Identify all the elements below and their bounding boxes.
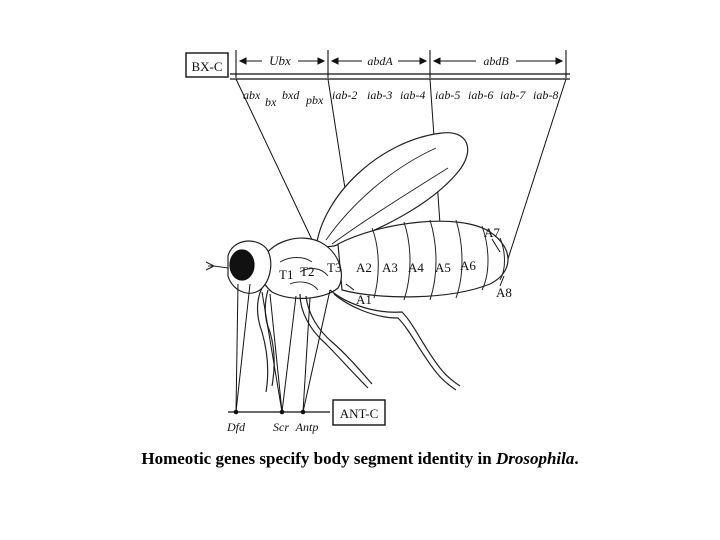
gene-abda: abdA bbox=[367, 54, 393, 68]
segment-t3: T3 bbox=[327, 260, 341, 275]
gene-antp: Antp bbox=[295, 420, 319, 434]
bxc-label: BX-C bbox=[191, 59, 222, 74]
region-iab-5: iab-5 bbox=[435, 88, 460, 102]
region-iab-8: iab-8 bbox=[533, 88, 558, 102]
segment-a3: A3 bbox=[382, 260, 398, 275]
segment-labels: T1 T2 T3 A1 A2 A3 A4 A5 A6 A7 A8 bbox=[279, 225, 512, 307]
gene-abdb: abdB bbox=[483, 54, 509, 68]
figure-caption: Homeotic genes specify body segment iden… bbox=[0, 449, 720, 469]
bxc-map: BX-C Ubx abdA abdB abx bx bxd pbx bbox=[185, 50, 570, 286]
region-bxd: bxd bbox=[282, 88, 300, 102]
region-iab-2: iab-2 bbox=[332, 88, 357, 102]
segment-a2: A2 bbox=[356, 260, 372, 275]
segment-a8: A8 bbox=[496, 285, 512, 300]
fly-abdomen bbox=[337, 220, 509, 298]
region-iab-4: iab-4 bbox=[400, 88, 425, 102]
gene-dfd: Dfd bbox=[226, 420, 246, 434]
caption-text: Homeotic genes specify body segment iden… bbox=[141, 449, 496, 468]
caption-end: . bbox=[574, 449, 579, 468]
region-iab-6: iab-6 bbox=[468, 88, 493, 102]
region-abx: abx bbox=[243, 88, 261, 102]
region-bx: bx bbox=[265, 95, 277, 109]
fly-wing bbox=[315, 132, 469, 249]
bxc-gene-arrows bbox=[238, 57, 564, 65]
antc-map: ANT-C Dfd Scr Antp bbox=[226, 283, 386, 434]
fly-eye bbox=[229, 249, 255, 281]
antc-projection-lines bbox=[235, 283, 331, 413]
antc-label: ANT-C bbox=[340, 406, 379, 421]
gene-scr: Scr bbox=[273, 420, 289, 434]
segment-a7: A7 bbox=[484, 225, 500, 240]
segment-a5: A5 bbox=[435, 260, 451, 275]
caption-species: Drosophila bbox=[495, 449, 575, 468]
segment-t2: T2 bbox=[300, 264, 314, 279]
segment-a4: A4 bbox=[408, 260, 424, 275]
gene-ubx: Ubx bbox=[269, 53, 291, 68]
region-iab-3: iab-3 bbox=[367, 88, 392, 102]
segment-a6: A6 bbox=[460, 258, 476, 273]
segment-a1: A1 bbox=[356, 292, 372, 307]
bxc-label-box bbox=[185, 52, 229, 78]
region-iab-7: iab-7 bbox=[500, 88, 526, 102]
antc-label-box bbox=[332, 399, 386, 426]
region-pbx: pbx bbox=[305, 93, 324, 107]
segment-t1: T1 bbox=[279, 267, 293, 282]
fly-illustration bbox=[205, 132, 509, 393]
fly-thorax bbox=[259, 237, 342, 299]
